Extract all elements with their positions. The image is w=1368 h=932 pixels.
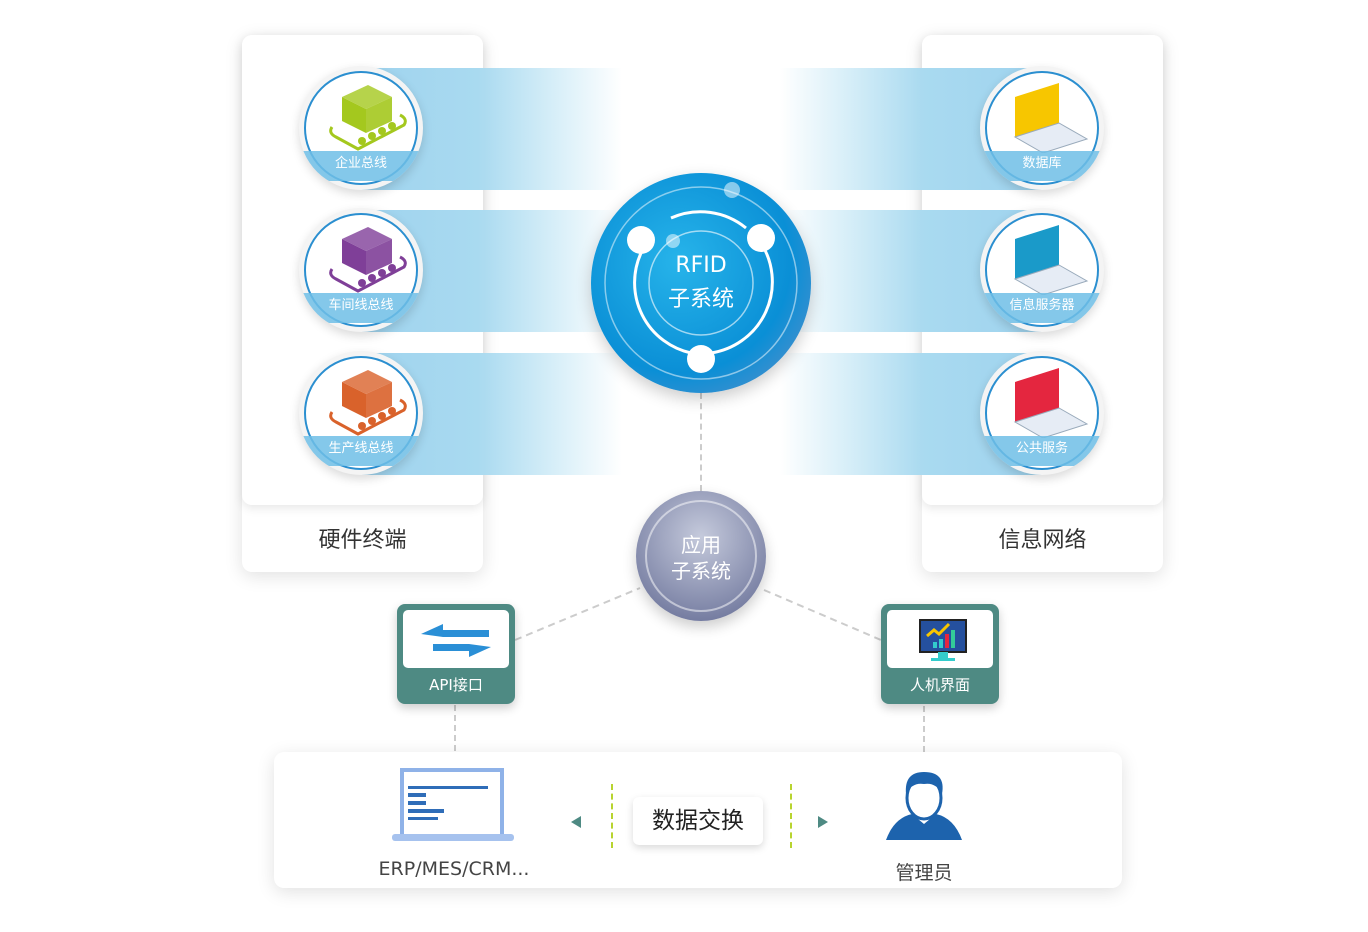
- network-item[interactable]: 数据库: [980, 66, 1104, 190]
- conveyor-box-icon: [329, 85, 407, 151]
- hardware-item[interactable]: 生产线总线: [299, 351, 423, 475]
- network-item-label: 公共服务: [980, 436, 1104, 466]
- connector-line: [923, 706, 925, 752]
- rfid-orbit-icon: [604, 182, 798, 380]
- laptop-icon: [1013, 83, 1089, 153]
- erp-label: ERP/MES/CRM...: [378, 858, 530, 880]
- arrow-left-icon: [571, 816, 581, 828]
- rfid-subtitle: 子系统: [667, 287, 734, 312]
- hardware-item-label: 企业总线: [299, 151, 423, 181]
- connector-line: [700, 393, 702, 491]
- connector-line: [454, 705, 456, 751]
- app-title: 应用: [681, 533, 721, 557]
- arrow-right-icon: [818, 816, 828, 828]
- rfid-title: RFID: [675, 253, 727, 278]
- hardware-item-label: 生产线总线: [299, 436, 423, 466]
- divider: [790, 784, 792, 848]
- data-exchange-panel: ERP/MES/CRM... 数据交换 管理员: [274, 752, 1122, 888]
- app-subtitle: 子系统: [671, 559, 731, 583]
- network-item-label: 信息服务器: [980, 293, 1104, 323]
- hardware-item[interactable]: 车间线总线: [299, 208, 423, 332]
- network-item[interactable]: 信息服务器: [980, 208, 1104, 332]
- hardware-title: 硬件终端: [318, 528, 407, 553]
- hardware-item[interactable]: 企业总线: [299, 66, 423, 190]
- hmi-label: 人机界面: [909, 676, 970, 694]
- conveyor-box-icon: [329, 227, 407, 293]
- network-item-label: 数据库: [980, 151, 1104, 181]
- monitor-chart-icon: [919, 619, 967, 661]
- exchange-arrows-icon: [421, 624, 491, 657]
- rfid-subsystem[interactable]: RFID 子系统: [591, 173, 811, 393]
- laptop-icon: [1013, 225, 1089, 295]
- admin-label: 管理员: [895, 862, 953, 884]
- hardware-item-label: 车间线总线: [299, 293, 423, 323]
- data-exchange-label: 数据交换: [633, 797, 763, 845]
- network-item[interactable]: 公共服务: [980, 351, 1104, 475]
- api-label: API接口: [429, 676, 483, 694]
- conveyor-box-icon: [329, 370, 407, 436]
- divider: [611, 784, 613, 848]
- application-subsystem[interactable]: 应用 子系统: [636, 491, 766, 621]
- api-interface-box[interactable]: API接口: [397, 604, 515, 704]
- laptop-icon: [1013, 368, 1089, 438]
- network-title: 信息网络: [998, 528, 1087, 553]
- laptop-icon: [392, 768, 514, 841]
- hmi-box[interactable]: 人机界面: [881, 604, 999, 704]
- admin-user-icon: [886, 772, 962, 840]
